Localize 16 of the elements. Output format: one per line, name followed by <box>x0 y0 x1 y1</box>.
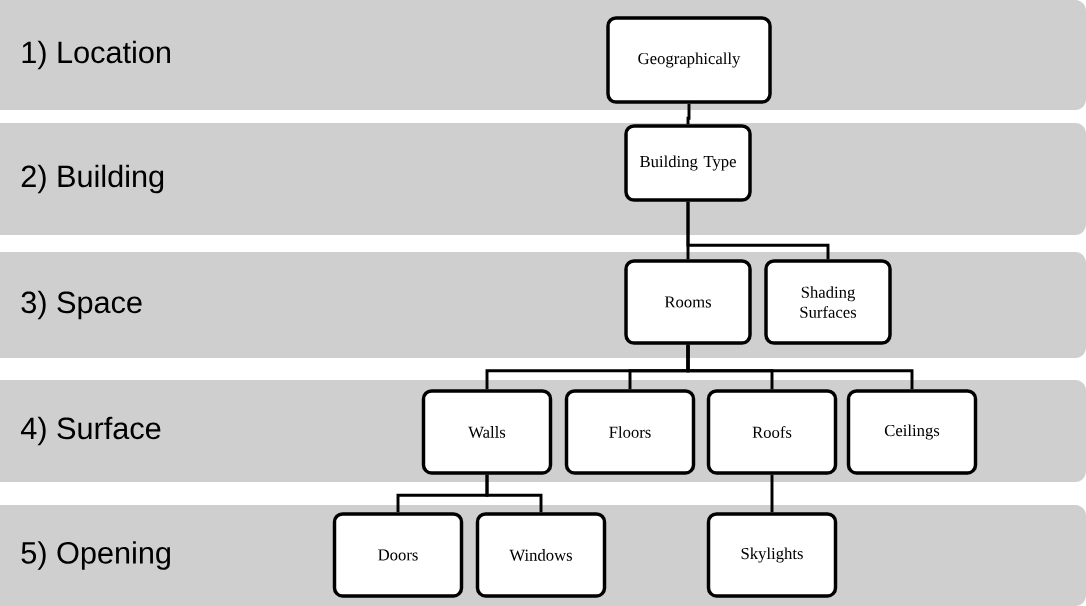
tree-box: Windows <box>475 512 607 598</box>
connector-line <box>686 344 914 390</box>
tree-box: Ceilings <box>846 389 978 475</box>
tree-box: Geographically <box>606 16 772 104</box>
connector-line <box>770 474 774 513</box>
tree-box: Skylights <box>706 512 838 598</box>
tree-box: Roofs <box>706 389 838 475</box>
tree-box: Walls <box>421 389 553 475</box>
tree-box: Rooms <box>624 259 752 345</box>
tree-box: Floors <box>564 389 696 475</box>
connector-line <box>686 201 830 260</box>
connector-line <box>686 103 691 125</box>
tree-box: Shading Surfaces <box>764 259 892 345</box>
tree-box: Doors <box>332 512 464 598</box>
tree-box: Building Type <box>624 124 752 202</box>
connector-line <box>485 474 543 513</box>
